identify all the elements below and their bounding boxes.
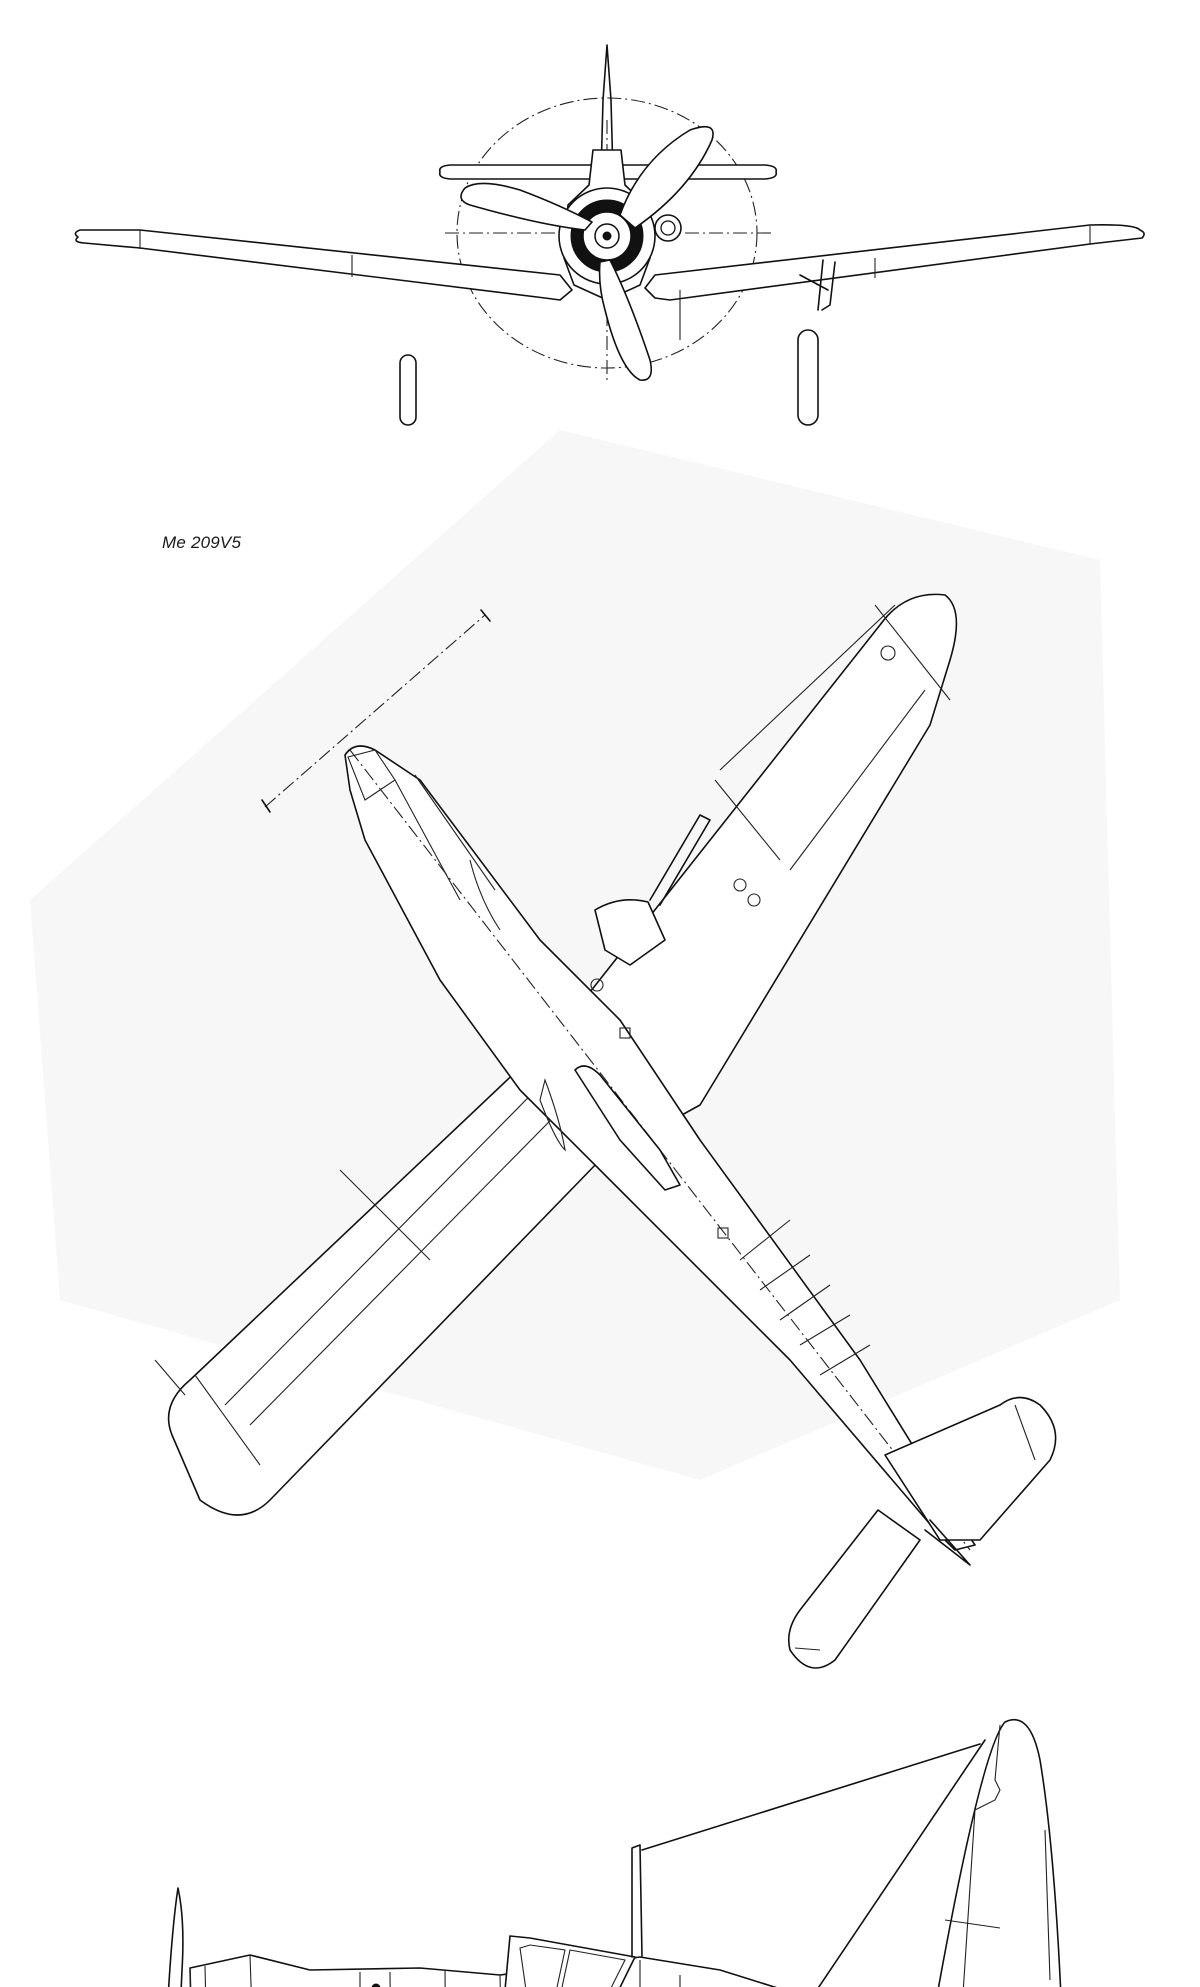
main-wheel — [399, 354, 417, 426]
fin-rudder — [937, 1718, 1062, 1987]
propeller-blade — [167, 1887, 184, 1987]
drawing-title: Me 209V5 — [162, 533, 242, 552]
propeller-blade — [598, 259, 653, 381]
propeller-blade — [619, 125, 714, 229]
left-wing — [74, 229, 573, 301]
right-wing — [644, 224, 1145, 301]
canopy — [504, 1935, 636, 1987]
tailplane — [884, 1396, 1057, 1541]
tailplane — [787, 1509, 921, 1669]
canopy — [594, 899, 666, 966]
main-wheel — [797, 329, 819, 426]
propeller-blade — [460, 182, 593, 231]
